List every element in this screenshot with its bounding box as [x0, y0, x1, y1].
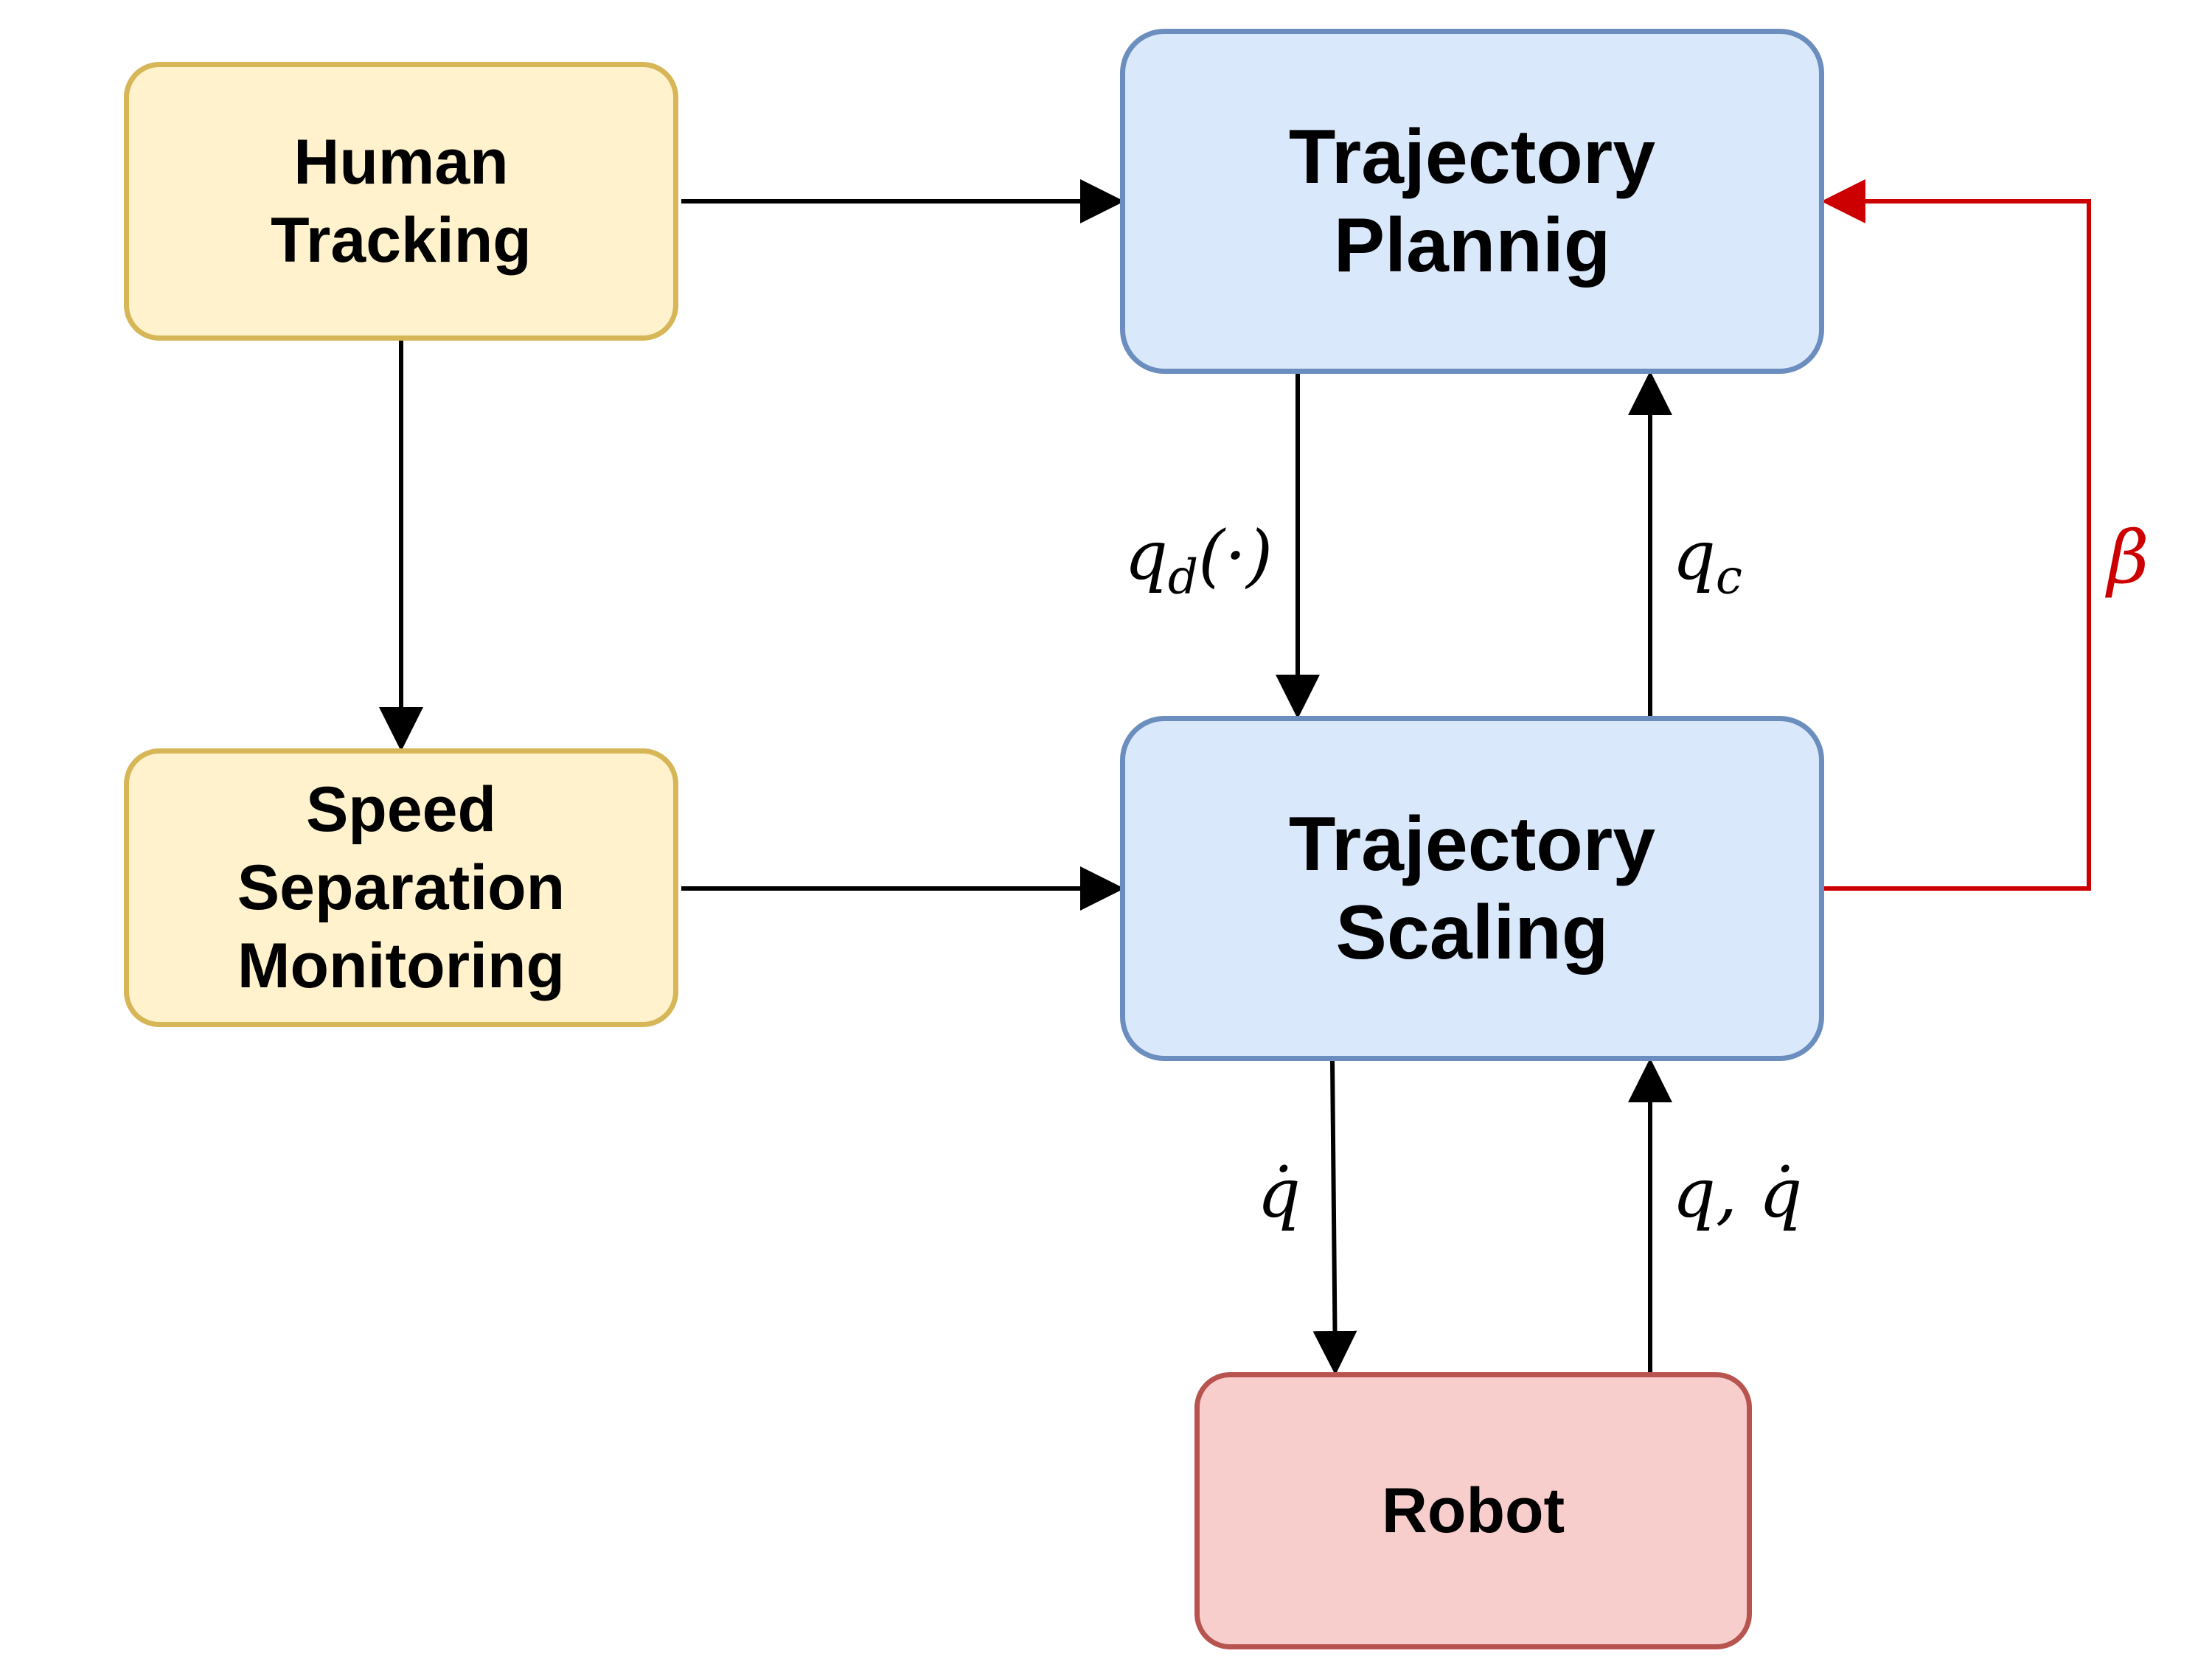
label-desired-trajectory: qd(·)	[1124, 516, 1273, 605]
label-joint-state: q, q̇	[1672, 1154, 1803, 1233]
edge-scaling-to-robot	[1312, 1060, 1357, 1375]
trajectory-planning-node: Trajectory Plannig	[1120, 29, 1824, 374]
label-joint-velocity-command: q̇	[1257, 1154, 1301, 1233]
speed-separation-monitoring-label: Speed Separation Monitoring	[237, 774, 566, 1001]
robot-label: Robot	[1381, 1475, 1565, 1546]
human-tracking-node: Human Tracking	[124, 62, 678, 341]
trajectory-planning-label: Trajectory Plannig	[1288, 114, 1656, 288]
trajectory-scaling-label: Trajectory Scaling	[1288, 801, 1656, 975]
robot-node: Robot	[1194, 1372, 1752, 1649]
edge-feedback-beta	[1821, 179, 2091, 891]
speed-separation-monitoring-node: Speed Separation Monitoring	[124, 748, 678, 1027]
human-tracking-label: Human Tracking	[271, 127, 532, 276]
trajectory-scaling-node: Trajectory Scaling	[1120, 716, 1824, 1061]
label-current-configuration: qc	[1672, 516, 1742, 605]
label-beta-feedback: β	[2107, 516, 2149, 600]
